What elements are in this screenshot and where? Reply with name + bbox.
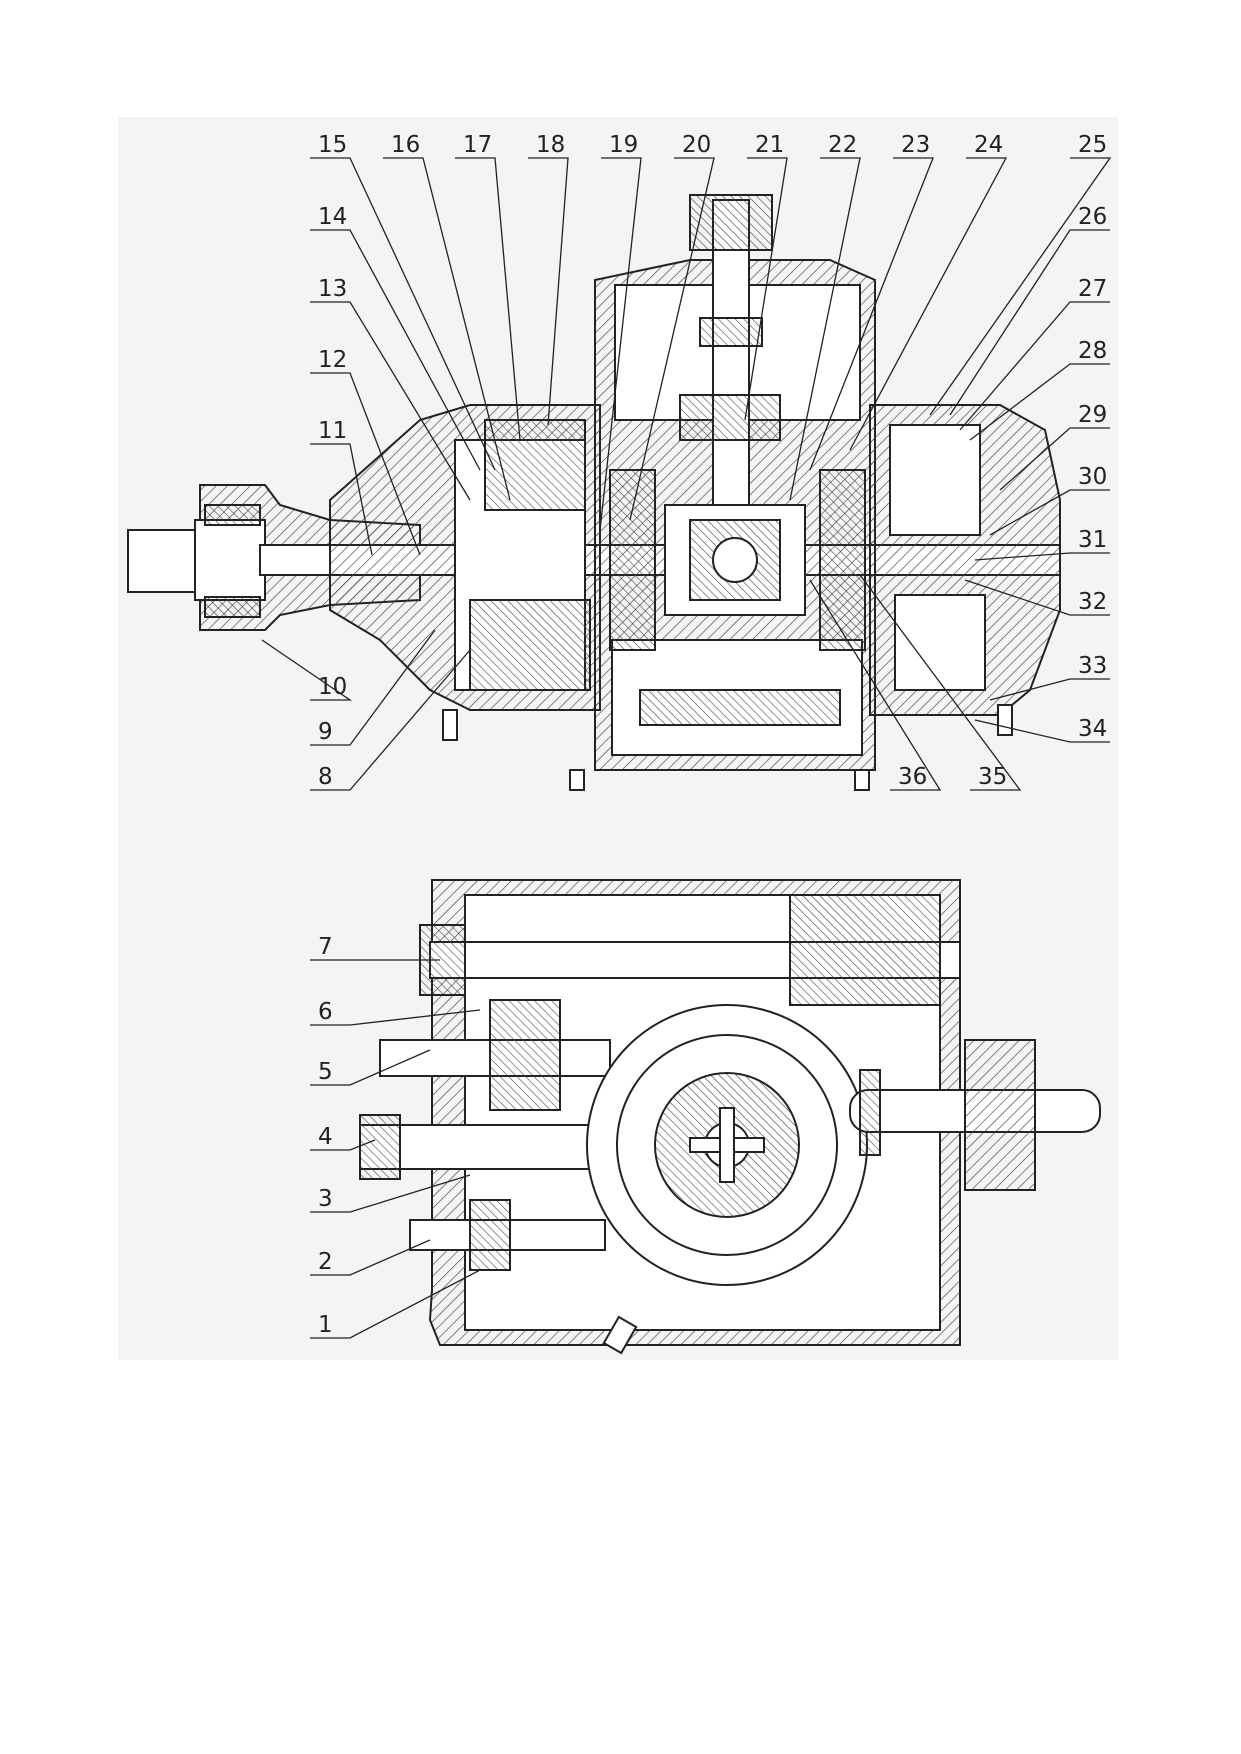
callout-35: 35 [978, 764, 1007, 790]
callout-2: 2 [318, 1249, 333, 1275]
callout-9: 9 [318, 719, 333, 745]
callout-24: 24 [974, 132, 1003, 158]
callout-33: 33 [1078, 653, 1107, 679]
callout-labels: 15 16 17 18 19 20 21 22 23 24 25 14 13 1… [318, 132, 1107, 1338]
callout-3: 3 [318, 1186, 333, 1212]
callout-13: 13 [318, 276, 347, 302]
callout-15: 15 [318, 132, 347, 158]
callout-31: 31 [1078, 527, 1107, 553]
callout-34: 34 [1078, 716, 1107, 742]
brake-pack-right [819, 469, 866, 651]
gear-block-left [484, 419, 586, 511]
callout-21: 21 [755, 132, 784, 158]
leader-lines [261, 157, 1112, 1339]
callout-10: 10 [318, 674, 347, 700]
callout-22: 22 [828, 132, 857, 158]
callout-26: 26 [1078, 204, 1107, 230]
callout-30: 30 [1078, 464, 1107, 490]
pinion-shaft [712, 199, 750, 531]
callout-6: 6 [318, 999, 333, 1025]
top-section-view [127, 194, 1061, 791]
callout-28: 28 [1078, 338, 1107, 364]
callout-29: 29 [1078, 402, 1107, 428]
callout-17: 17 [463, 132, 492, 158]
callout-18: 18 [536, 132, 565, 158]
callout-20: 20 [682, 132, 711, 158]
callout-11: 11 [318, 418, 347, 444]
callout-32: 32 [1078, 589, 1107, 615]
callout-5: 5 [318, 1059, 333, 1085]
callout-1: 1 [318, 1312, 333, 1338]
brake-pack-left [609, 469, 656, 651]
callout-12: 12 [318, 347, 347, 373]
callout-27: 27 [1078, 276, 1107, 302]
callout-23: 23 [901, 132, 930, 158]
callout-19: 19 [609, 132, 638, 158]
side-section-view [359, 879, 1101, 1355]
callout-16: 16 [391, 132, 420, 158]
callout-7: 7 [318, 934, 333, 960]
callout-8: 8 [318, 764, 333, 790]
callout-4: 4 [318, 1124, 333, 1150]
callout-36: 36 [898, 764, 927, 790]
callout-14: 14 [318, 204, 347, 230]
callout-25: 25 [1078, 132, 1107, 158]
